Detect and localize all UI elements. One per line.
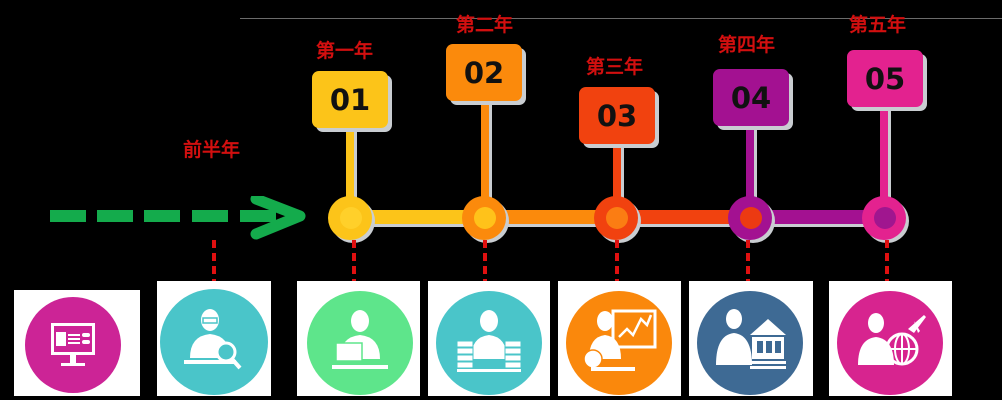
card-global: [829, 281, 952, 396]
milestone-number-4: 04: [730, 80, 772, 115]
timeline-segment-1: [350, 210, 485, 224]
milestone-stem-1: [346, 125, 354, 215]
milestone-badge-1: 01: [312, 71, 388, 128]
connector-dash-0: [212, 240, 216, 288]
timeline-segment-2: [485, 210, 617, 224]
connector-dash-2: [483, 240, 487, 282]
businessman-bank-icon: [697, 291, 803, 395]
connector-dash-5: [885, 240, 889, 282]
card-chart: [558, 281, 681, 396]
milestone-badge-3: 03: [579, 87, 655, 144]
connector-dash-3: [615, 240, 619, 282]
milestone-stem-5: [880, 105, 888, 215]
milestone-badge-2: 02: [446, 44, 522, 101]
connector-dash-4: [746, 240, 750, 282]
milestone-stem-2: [481, 100, 489, 215]
milestone-node-5: [862, 196, 906, 240]
card-monitor: [14, 290, 140, 396]
milestone-badge-4: 04: [713, 69, 789, 126]
card-books: [428, 281, 550, 396]
milestone-node-1: [328, 196, 372, 240]
timeline-segment-4: [750, 210, 882, 224]
milestone-number-1: 01: [329, 82, 371, 117]
businessman-chart-icon: [566, 291, 672, 395]
year-label-5: 第五年: [849, 14, 907, 36]
timeline-segment-3: [617, 210, 750, 224]
year-label-3: 第三年: [586, 56, 644, 78]
year-label-1: 第一年: [316, 40, 374, 62]
businessman-books-icon: [436, 291, 542, 395]
top-divider-line: [240, 18, 1002, 19]
milestone-badge-5: 05: [847, 50, 923, 107]
milestone-node-2: [462, 196, 506, 240]
businessman-magnifier-icon: [160, 289, 268, 395]
milestone-stem-4: [746, 122, 754, 215]
milestone-number-2: 02: [463, 55, 505, 90]
milestone-stem-3: [613, 140, 621, 215]
connector-dash-1: [352, 240, 356, 282]
milestone-node-3: [594, 196, 638, 240]
card-research: [157, 281, 271, 396]
year-label-4: 第四年: [718, 34, 776, 56]
dashed-arrow-icon: [50, 196, 306, 240]
milestone-node-4: [728, 196, 772, 240]
card-computer: [297, 281, 420, 396]
milestone-number-5: 05: [864, 61, 906, 96]
card-bank: [689, 281, 813, 396]
monitor-profile-icon: [25, 297, 121, 393]
milestone-number-3: 03: [596, 98, 638, 133]
businessman-globe-plane-icon: [837, 291, 943, 395]
year-label-2: 第二年: [456, 14, 514, 36]
start-label: 前半年: [183, 139, 241, 161]
businessman-computer-icon: [307, 291, 413, 395]
